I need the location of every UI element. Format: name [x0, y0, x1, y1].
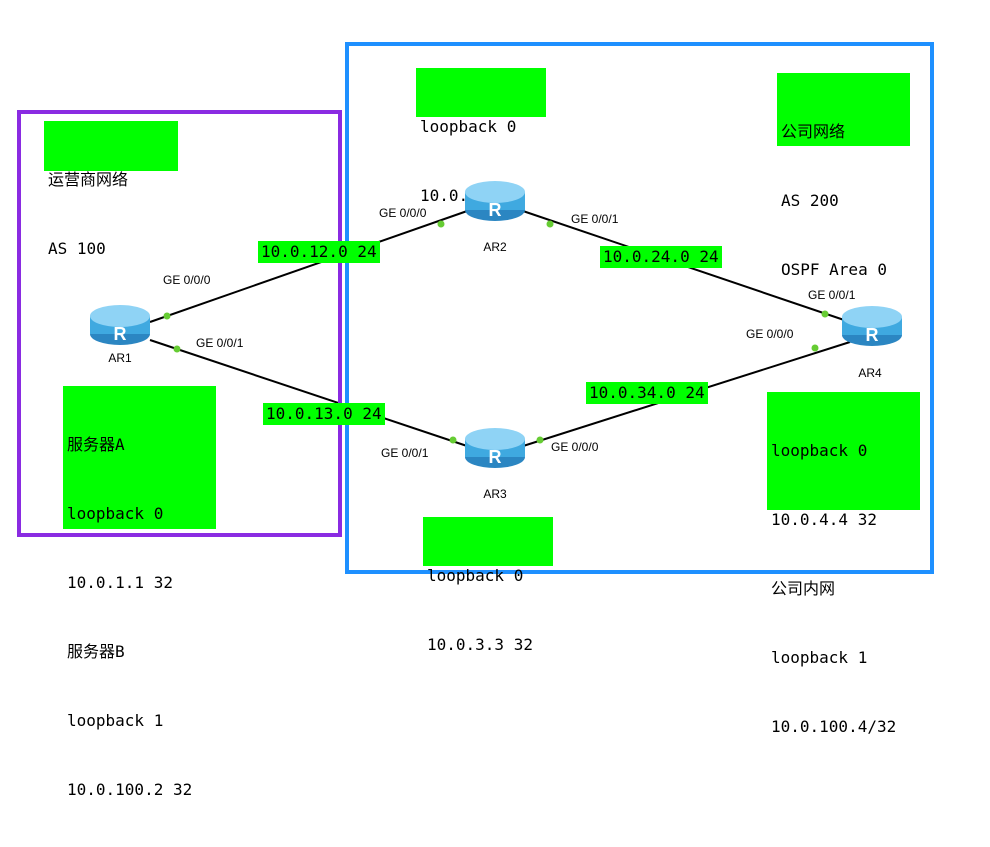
port-dot-ar4-ge000 [811, 344, 819, 352]
router-ar2-icon[interactable]: R [463, 178, 527, 222]
ar3-loopback-name: loopback 0 [427, 566, 524, 585]
company-lan-label: 公司内网 [771, 579, 836, 598]
company-as: AS 200 [781, 191, 839, 210]
network-label-13: 10.0.13.0 24 [263, 403, 385, 425]
port-dot-ar2-ge001 [546, 220, 554, 228]
port-label-ar4-ge001: GE 0/0/1 [808, 288, 856, 302]
router-ar1-icon[interactable]: R [88, 302, 152, 346]
isp-as: AS 100 [48, 239, 106, 258]
ar1-loopback1-name: loopback 1 [67, 711, 164, 730]
ar4-loopback-label: loopback 0 10.0.4.4 32 公司内网 loopback 1 1… [767, 392, 920, 736]
network-label-24: 10.0.24.0 24 [600, 246, 722, 268]
svg-text:R: R [866, 325, 879, 345]
server-b-label: 服务器B [67, 642, 125, 661]
company-ospf: OSPF Area 0 [781, 260, 887, 279]
router-ar4-icon[interactable]: R [840, 303, 904, 347]
port-dot-ar3-ge000 [536, 436, 544, 444]
ar1-loopback-label: 服务器A loopback 0 10.0.1.1 32 服务器B loopbac… [63, 386, 216, 799]
company-label: 公司网络 AS 200 OSPF Area 0 [777, 73, 910, 279]
link-ar1-ar2 [149, 209, 471, 323]
isp-name: 运营商网络 [48, 170, 129, 189]
isp-region-box [17, 110, 342, 537]
port-label-ar3-ge001: GE 0/0/1 [381, 446, 429, 460]
port-dot-ar1-ge001 [173, 345, 181, 353]
company-name: 公司网络 [781, 122, 846, 141]
isp-label: 运营商网络 AS 100 [44, 121, 178, 258]
port-label-ar3-ge000: GE 0/0/0 [551, 440, 599, 454]
port-label-ar4-ge000: GE 0/0/0 [746, 327, 794, 341]
port-label-ar2-ge001: GE 0/0/1 [571, 212, 619, 226]
router-ar3-label: AR3 [483, 487, 507, 501]
ar1-loopback0-addr: 10.0.1.1 32 [67, 573, 173, 592]
svg-text:R: R [489, 200, 502, 220]
port-label-ar1-ge000: GE 0/0/0 [163, 273, 211, 287]
ar3-loopback-addr: 10.0.3.3 32 [427, 635, 533, 654]
port-label-ar2-ge000: GE 0/0/0 [379, 206, 427, 220]
ar4-loopback0-addr: 10.0.4.4 32 [771, 510, 877, 529]
link-ar1-ar3 [149, 339, 471, 448]
company-region-box [345, 42, 934, 574]
ar4-loopback0-name: loopback 0 [771, 441, 868, 460]
ar1-loopback0-name: loopback 0 [67, 504, 164, 523]
port-dot-ar4-ge001 [821, 310, 829, 318]
svg-text:R: R [114, 324, 127, 344]
ar1-loopback1-addr: 10.0.100.2 32 [67, 780, 193, 799]
network-label-34: 10.0.34.0 24 [586, 382, 708, 404]
network-topology-diagram: 10.0.12.0 24 10.0.13.0 24 10.0.24.0 24 1… [17, 42, 934, 799]
router-ar4-label: AR4 [858, 366, 882, 380]
server-a-label: 服务器A [67, 435, 125, 454]
router-ar3-icon[interactable]: R [463, 425, 527, 469]
ar2-loopback-label: loopback 0 10.0.2.2 32 [416, 68, 546, 205]
port-label-ar1-ge001: GE 0/0/1 [196, 336, 244, 350]
port-dot-ar2-ge000 [437, 220, 445, 228]
port-dot-ar1-ge000 [163, 312, 171, 320]
svg-text:R: R [489, 447, 502, 467]
router-ar2-label: AR2 [483, 240, 507, 254]
network-label-12: 10.0.12.0 24 [258, 241, 380, 263]
port-dot-ar3-ge001 [449, 436, 457, 444]
ar3-loopback-label: loopback 0 10.0.3.3 32 [423, 517, 553, 654]
ar4-loopback1-addr: 10.0.100.4/32 [771, 717, 897, 736]
ar4-loopback1-name: loopback 1 [771, 648, 868, 667]
ar2-loopback-name: loopback 0 [420, 117, 517, 136]
router-ar1-label: AR1 [108, 351, 132, 365]
